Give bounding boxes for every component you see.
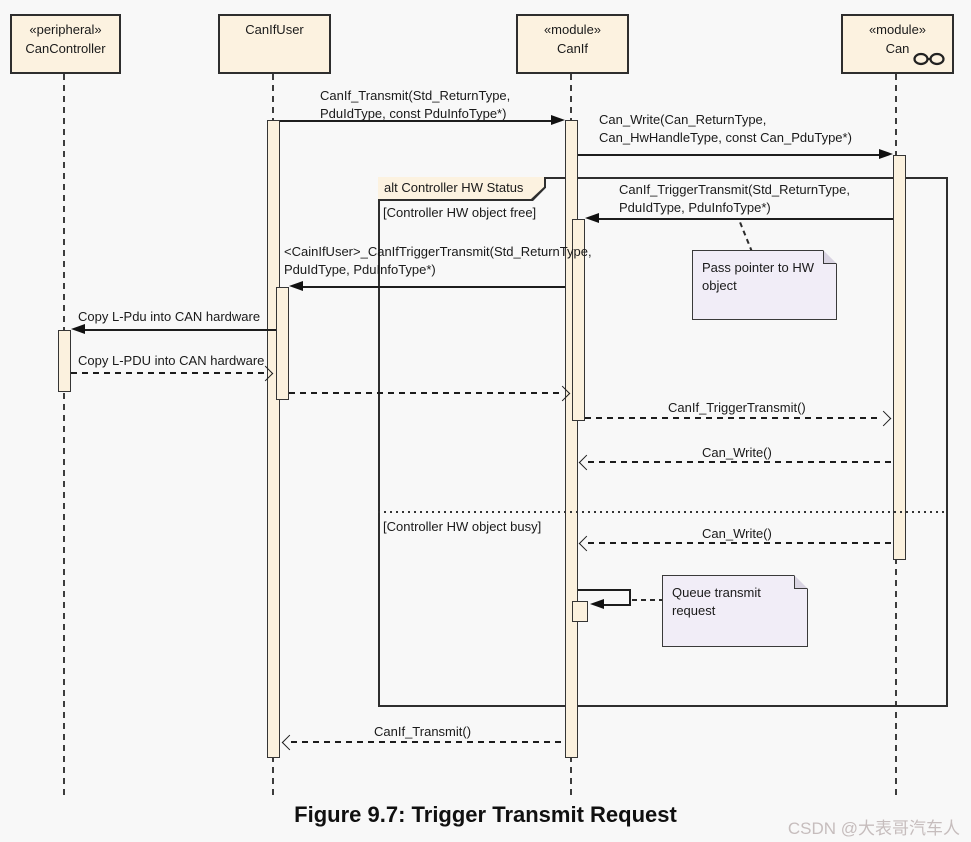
- message-can-write-return-label: Can_Write(): [702, 445, 772, 460]
- message-user-triggertransmit-line: [302, 286, 565, 288]
- message-can-write-return-line: [588, 461, 893, 463]
- activation-canif-self: [572, 601, 588, 622]
- csdn-watermark: CSDN @大表哥汽车人: [787, 819, 960, 838]
- alt-operator-label: alt Controller HW Status: [378, 177, 544, 199]
- note-pass-pointer: Pass pointer to HW object: [692, 250, 837, 320]
- lifeline-head-canifuser: CanIfUser: [218, 14, 331, 74]
- message-copy-lpdu-return-label: Copy L-PDU into CAN hardware: [78, 353, 265, 368]
- alt-operator-pentagon: alt Controller HW Status: [378, 177, 546, 201]
- activation-can: [893, 155, 906, 560]
- lifeline-name: Can: [885, 40, 910, 56]
- linked-interfaces-icon: [913, 52, 945, 66]
- message-canif-transmit-line: [280, 120, 553, 122]
- activation-cancontroller: [58, 330, 71, 392]
- lifeline-head-cancontroller: «peripheral» CanController: [10, 14, 121, 74]
- arrowhead-filled-left: [289, 281, 303, 291]
- lifeline-cancontroller: [63, 74, 65, 800]
- message-copy-lpdu-label: Copy L-Pdu into CAN hardware: [78, 309, 261, 324]
- note-connector: [632, 599, 662, 601]
- self-message-right-line: [629, 589, 631, 606]
- activation-canif-nested: [572, 219, 585, 421]
- message-user-triggertransmit-label: <CainIfUser>_CanIfTriggerTransmit(Std_Re…: [284, 244, 592, 277]
- guard-hw-object-free: [Controller HW object free]: [383, 205, 537, 220]
- lifeline-name: CanIfUser: [245, 22, 304, 37]
- self-message-top-line: [578, 589, 630, 591]
- message-can-write-line: [578, 154, 881, 156]
- activation-canifuser-main: [267, 120, 280, 758]
- message-canif-transmit-return-label: CanIf_Transmit(): [374, 724, 472, 739]
- message-canif-triggertransmit-label: CanIf_TriggerTransmit(Std_ReturnType, Pd…: [619, 182, 850, 215]
- message-can-write-busy-return-label: Can_Write(): [702, 526, 772, 541]
- arrowhead-open-left: [281, 734, 298, 751]
- self-message-bottom-line: [602, 604, 630, 606]
- note-queue-request: Queue transmit request: [662, 575, 808, 647]
- stereotype-label: «module»: [868, 22, 927, 37]
- message-canif-triggertransmit-line: [598, 218, 893, 220]
- message-canif-transmit-label: CanIf_Transmit(Std_ReturnType, PduIdType…: [320, 88, 511, 121]
- arrowhead-filled-right: [551, 115, 565, 125]
- alt-fragment-frame: [378, 177, 948, 707]
- figure-caption: Figure 9.7: Trigger Transmit Request: [294, 802, 677, 827]
- lifeline-head-can: «module» Can: [841, 14, 954, 74]
- arrowhead-filled-left: [585, 213, 599, 223]
- message-can-write-busy-return-line: [588, 542, 893, 544]
- message-canif-transmit-return-line: [291, 741, 565, 743]
- stereotype-label: «module»: [543, 22, 602, 37]
- stereotype-label: «peripheral»: [29, 22, 102, 37]
- lifeline-head-canif: «module» CanIf: [516, 14, 629, 74]
- message-copy-lpdu-return-line: [71, 372, 269, 374]
- guard-hw-object-busy: [Controller HW object busy]: [383, 519, 542, 534]
- alt-divider: [378, 511, 948, 513]
- arrowhead-filled-left: [590, 599, 604, 609]
- message-triggertransmit-return-line: [585, 417, 882, 419]
- message-return-line: [289, 392, 561, 394]
- message-triggertransmit-return-label: CanIf_TriggerTransmit(): [668, 400, 806, 415]
- lifeline-name: CanIf: [556, 40, 589, 56]
- arrowhead-filled-right: [879, 149, 893, 159]
- lifeline-name: CanController: [25, 40, 106, 56]
- activation-canif-main: [565, 120, 578, 758]
- message-copy-lpdu-line: [84, 329, 276, 331]
- message-can-write-label: Can_Write(Can_ReturnType, Can_HwHandleTy…: [599, 112, 852, 145]
- arrowhead-filled-left: [71, 324, 85, 334]
- activation-canifuser-nested: [276, 287, 289, 400]
